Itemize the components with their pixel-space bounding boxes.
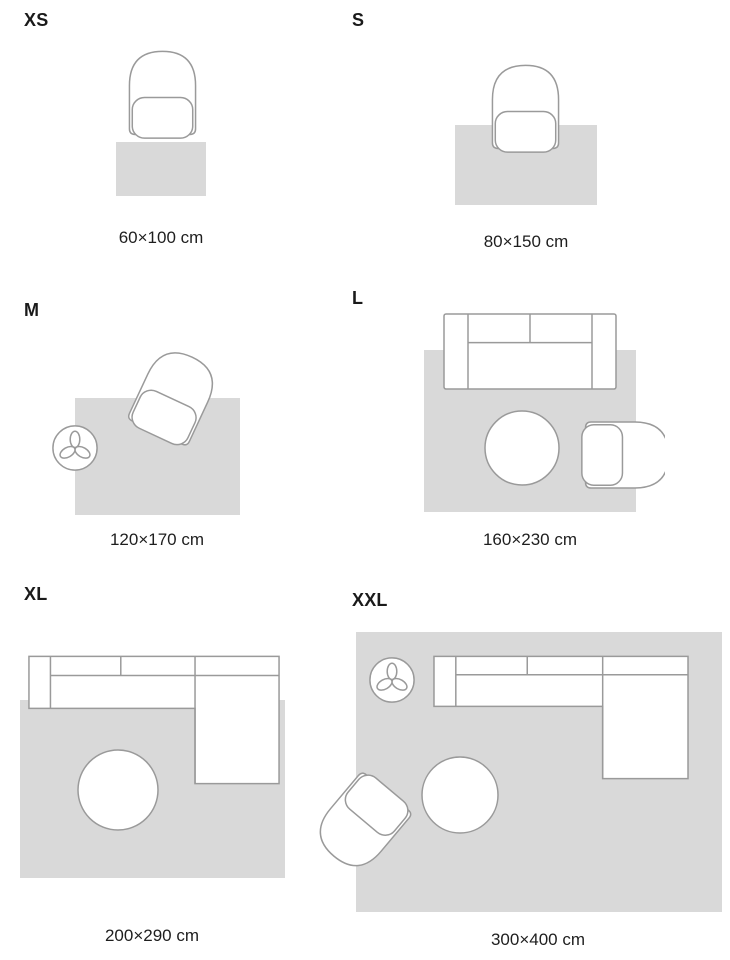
coffee-table-icon bbox=[78, 750, 158, 830]
size-code-m: M bbox=[24, 300, 40, 320]
scene-s bbox=[455, 64, 597, 205]
coffee-table-icon bbox=[422, 757, 498, 833]
dimensions-l: 160×230 cm bbox=[482, 530, 578, 549]
dimensions-xs: 60×100 cm bbox=[118, 228, 204, 247]
armchair-icon bbox=[491, 64, 560, 153]
size-code-xs: XS bbox=[24, 10, 49, 30]
sofa-icon bbox=[443, 313, 617, 390]
plant-icon bbox=[52, 425, 98, 471]
rug-xs bbox=[116, 142, 206, 196]
dimensions-m: 120×170 cm bbox=[109, 530, 205, 549]
scene-m bbox=[52, 342, 240, 515]
dimensions-s: 80×150 cm bbox=[483, 232, 569, 251]
size-code-xxl: XXL bbox=[352, 590, 388, 610]
size-code-l: L bbox=[352, 288, 364, 308]
plant-icon bbox=[369, 657, 415, 703]
scene-xl bbox=[20, 655, 285, 878]
armchair-icon bbox=[128, 50, 197, 139]
size-code-s: S bbox=[352, 10, 365, 30]
scene-xs bbox=[116, 50, 206, 196]
size-code-xl: XL bbox=[24, 584, 48, 604]
dimensions-xl: 200×290 cm bbox=[104, 926, 200, 945]
coffee-table-icon bbox=[485, 411, 559, 485]
scene-xxl bbox=[315, 632, 722, 912]
dimensions-xxl: 300×400 cm bbox=[490, 930, 586, 949]
armchair-icon bbox=[581, 421, 665, 489]
scene-l bbox=[424, 313, 665, 512]
